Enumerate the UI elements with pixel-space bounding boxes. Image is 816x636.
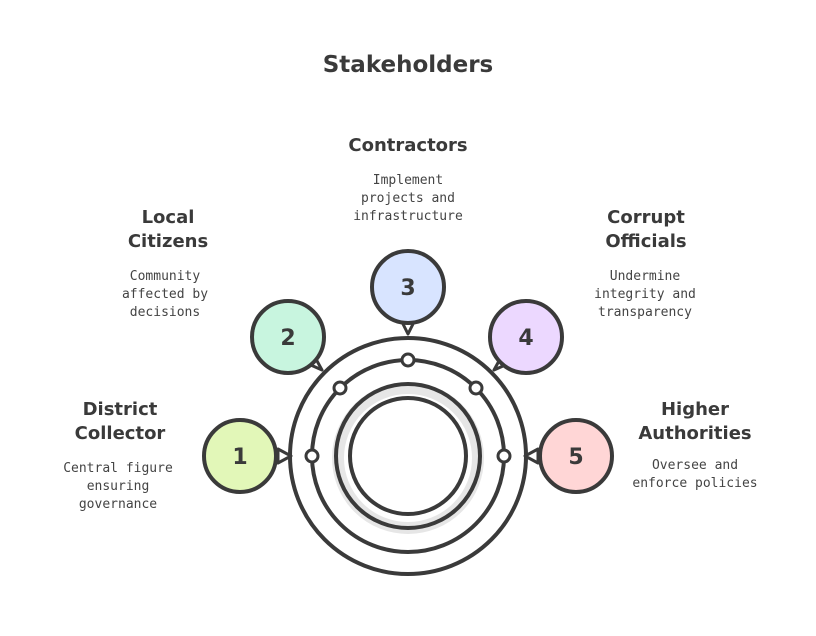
node-3-number: 3 xyxy=(400,276,415,301)
node-4-label: Corrupt Officials xyxy=(605,207,687,252)
node-2-description: Community affected by decisions xyxy=(121,269,209,320)
ring-dot-4 xyxy=(468,380,484,396)
ring-dot-1 xyxy=(304,448,320,464)
node-5-description: Oversee and enforce policies xyxy=(632,458,758,491)
node-5-bubble: 5 xyxy=(523,418,614,494)
node-3-label: Contractors xyxy=(348,135,468,156)
node-3-description: Implement projects and infrastructure xyxy=(353,173,463,224)
inner-ring xyxy=(334,382,482,530)
node-2-bubble: 2 xyxy=(250,299,326,375)
node-1-bubble: 1 xyxy=(202,418,293,494)
node-1-number: 1 xyxy=(232,445,247,470)
diagram-title: Stakeholders xyxy=(322,52,494,78)
ring-dot-3 xyxy=(400,352,416,368)
node-2-label: Local Citizens xyxy=(127,207,209,252)
ring-dot-2 xyxy=(332,380,348,396)
core-ring xyxy=(348,396,468,516)
ring-dot-5 xyxy=(496,448,512,464)
node-3-bubble: 3 xyxy=(370,249,446,336)
node-1-label: District Collector xyxy=(74,399,166,444)
node-5-number: 5 xyxy=(568,445,583,470)
node-2-number: 2 xyxy=(280,326,295,351)
node-5-label: Higher Authorities xyxy=(638,399,752,444)
node-1-description: Central figure ensuring governance xyxy=(63,461,173,512)
node-4-number: 4 xyxy=(518,326,533,351)
node-4-description: Undermine integrity and transparency xyxy=(594,269,696,320)
node-4-bubble: 4 xyxy=(488,299,564,375)
